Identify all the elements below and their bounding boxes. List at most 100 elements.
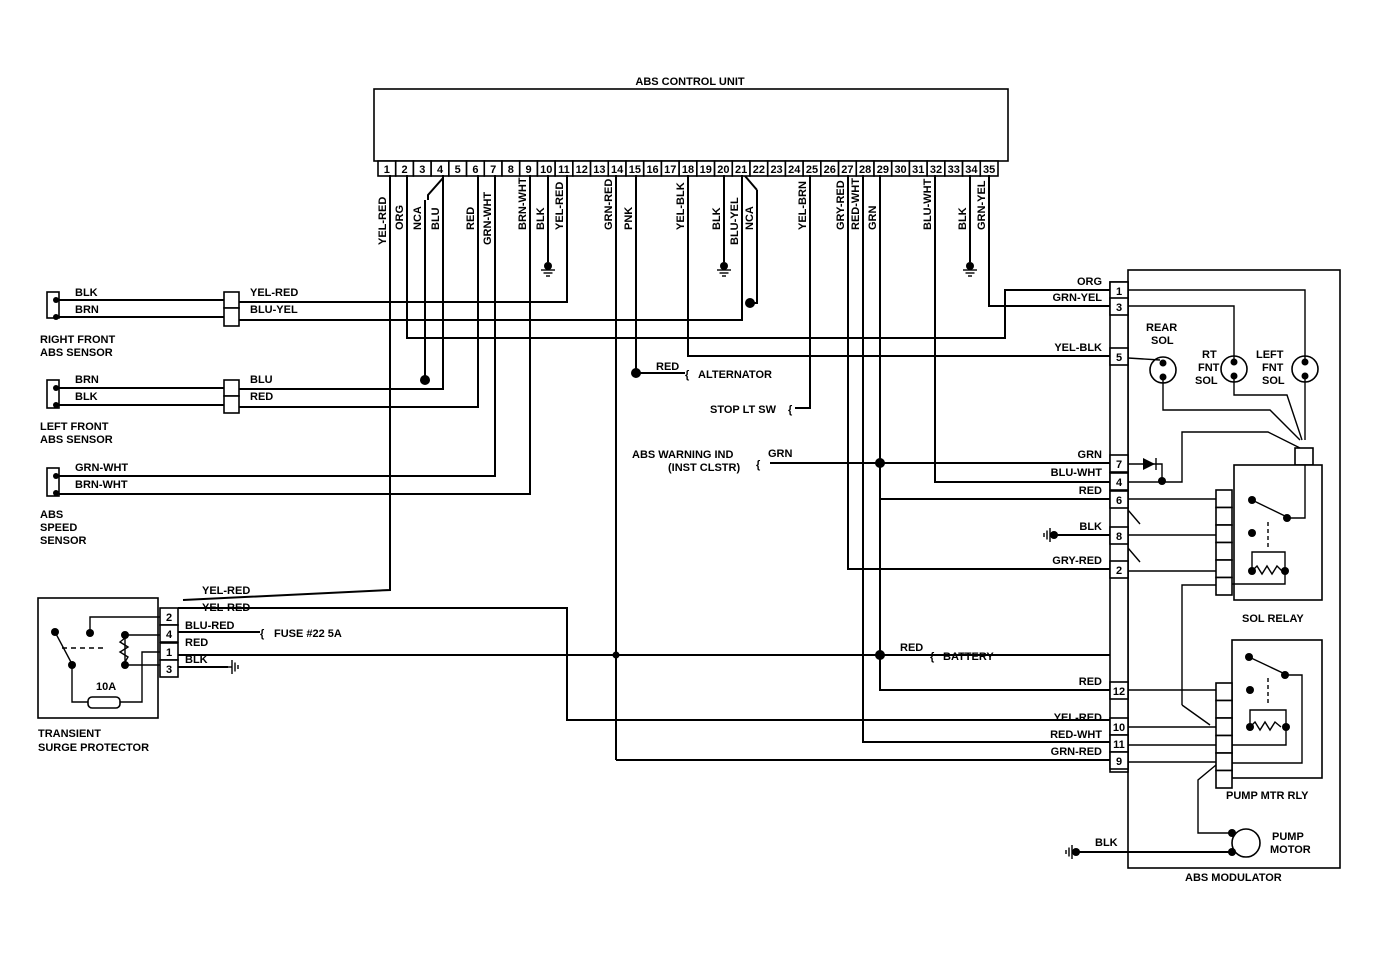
left-front-solenoid-label: FNT — [1262, 362, 1284, 374]
wire-label: RED — [1079, 485, 1102, 497]
wire-label: BLU-RED — [185, 620, 235, 632]
relay-terminal — [1215, 524, 1233, 544]
pin-number: 12 — [576, 164, 588, 176]
wire-label: BLU — [250, 374, 273, 386]
pin-number: 35 — [983, 164, 995, 176]
warning-indicator-label: (INST CLSTR) — [668, 462, 740, 474]
pin-number: 32 — [930, 164, 942, 176]
pin-number: 1 — [1116, 286, 1122, 298]
fuse-label: FUSE #22 5A — [274, 628, 342, 640]
relay-terminal — [1215, 734, 1233, 754]
left-front-solenoid-label: LEFT — [1256, 349, 1284, 361]
pin-number: 5 — [455, 164, 461, 176]
pin-number: 28 — [859, 164, 871, 176]
right-front-abs-sensor: BLK BRN YEL-RED BLU-YEL RIGHT FRONT ABS … — [40, 287, 298, 359]
pin-number: 31 — [912, 164, 924, 176]
relay-terminal — [1215, 717, 1233, 737]
stop-light-switch-label: STOP LT SW — [710, 404, 777, 416]
wire-color-label: BRN-WHT — [517, 177, 529, 230]
component-label: SENSOR — [40, 535, 87, 547]
pin-number: 26 — [824, 164, 836, 176]
wire-label: ORG — [1077, 276, 1102, 288]
pin-number: 8 — [508, 164, 514, 176]
pin-number: 22 — [753, 164, 765, 176]
abs-modulator: 1ORG3GRN-YEL5YEL-BLK7GRN4BLU-WHT6RED8BLK… — [1050, 269, 1341, 884]
pin-number: 27 — [841, 164, 853, 176]
pin-number: 18 — [682, 164, 694, 176]
wire-label: YEL-RED — [202, 585, 250, 597]
pin-number: 12 — [1113, 686, 1125, 698]
wire-color-label: BLU — [430, 207, 442, 230]
relay-terminal — [1215, 559, 1233, 579]
component-label: RIGHT FRONT — [40, 334, 115, 346]
wire-color-label: GRY-RED — [835, 180, 847, 230]
wire-color-label: GRN-WHT — [482, 192, 494, 245]
fuse-rating: 10A — [96, 681, 116, 693]
wire-color-label: GRN — [867, 206, 879, 231]
wire-label: YEL-BLK — [1054, 342, 1102, 354]
wire-label: YEL-RED — [1054, 712, 1102, 724]
relay-terminal — [1215, 489, 1233, 509]
wire-label: GRN-WHT — [75, 462, 128, 474]
abs-control-unit — [373, 88, 1009, 162]
relay-terminal — [1215, 506, 1233, 526]
pin-number: 6 — [1116, 495, 1122, 507]
modulator-title: ABS MODULATOR — [1185, 872, 1282, 884]
component-label: TRANSIENT — [38, 728, 101, 740]
abs-speed-sensor: GRN-WHT BRN-WHT ABS SPEED SENSOR — [40, 175, 531, 547]
control-unit-title: ABS CONTROL UNIT — [635, 76, 744, 88]
pin-number: 1 — [384, 164, 390, 176]
wire-label: BLK — [75, 287, 98, 299]
pin-number: 17 — [664, 164, 676, 176]
sol-relay-label: SOL RELAY — [1242, 613, 1304, 625]
rt-front-solenoid-label: SOL — [1195, 375, 1218, 387]
modulator-pin — [1109, 560, 1129, 579]
wire-color-label: GRN-YEL — [976, 180, 988, 230]
wire-label: BLK — [1095, 837, 1118, 849]
relay-terminal — [1215, 682, 1233, 702]
wire-label: RED-WHT — [1050, 729, 1102, 741]
svg-text:{: { — [930, 651, 935, 663]
wire-color-label: BLU-YEL — [729, 197, 741, 245]
pin-number: 23 — [770, 164, 782, 176]
rt-front-solenoid-label: FNT — [1198, 362, 1220, 374]
left-front-solenoid-label: SOL — [1262, 375, 1285, 387]
wire-color-label: NCA — [744, 206, 756, 230]
pin-number: 4 — [1116, 477, 1123, 489]
pin-number: 2 — [166, 612, 172, 624]
wire-color-label: BLU-WHT — [922, 178, 934, 230]
wire-color-label: RED-WHT — [850, 178, 862, 230]
wire-label: YEL-RED — [202, 602, 250, 614]
rear-solenoid-label: SOL — [1151, 335, 1174, 347]
svg-text:{: { — [788, 404, 793, 416]
wire-color-label: BLK — [535, 207, 547, 230]
pin-number: 33 — [948, 164, 960, 176]
pin-number: 10 — [540, 164, 552, 176]
pin-number: 8 — [1116, 531, 1122, 543]
component-label: ABS SENSOR — [40, 347, 113, 359]
pin-number: 6 — [472, 164, 478, 176]
pin-number: 3 — [1116, 302, 1122, 314]
pin-number: 19 — [700, 164, 712, 176]
modulator-pin — [1109, 751, 1129, 770]
rt-front-solenoid-label: RT — [1202, 349, 1217, 361]
pin-number: 30 — [894, 164, 906, 176]
pin-number: 25 — [806, 164, 818, 176]
warning-indicator-label: ABS WARNING IND — [632, 449, 734, 461]
pin-number: 9 — [526, 164, 532, 176]
wire-label: RED — [250, 391, 273, 403]
wire-label: RED — [185, 637, 208, 649]
component-label: ABS SENSOR — [40, 434, 113, 446]
wire-label: GRN-YEL — [1053, 292, 1103, 304]
pin-number: 7 — [1116, 459, 1122, 471]
modulator-pin — [1109, 347, 1129, 366]
wire-color-label: BLK — [957, 207, 969, 230]
wire-color-label: YEL-RED — [554, 182, 566, 230]
left-front-abs-sensor: BRN BLK BLU RED LEFT FRONT ABS SENSOR — [40, 374, 273, 446]
pin-number: 14 — [611, 164, 624, 176]
component-label: SURGE PROTECTOR — [38, 742, 149, 754]
